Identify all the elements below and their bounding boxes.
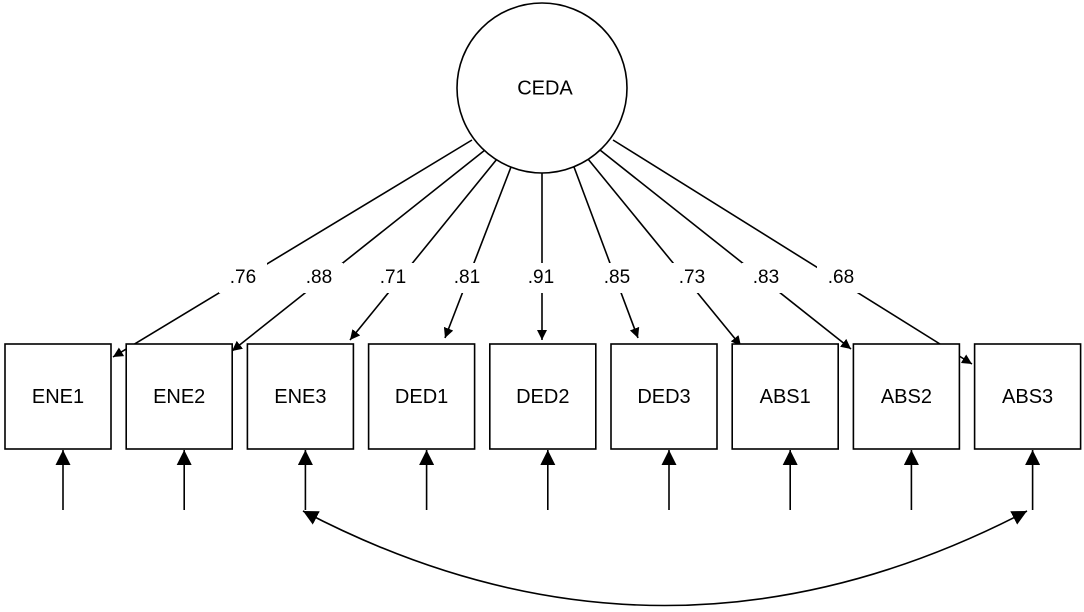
indicator-label-ene3: ENE3: [274, 386, 326, 408]
loading-label-ded1: .81: [454, 267, 480, 288]
indicator-box-ene3: [246, 343, 355, 450]
loading-label-background-ded1: [443, 263, 491, 293]
indicator-box-ded3: [610, 343, 718, 450]
loading-label-ene3: .71: [380, 267, 406, 288]
indicator-box-ene2: [125, 343, 233, 450]
indicator-box-abs2: [852, 343, 961, 450]
indicator-label-ene2: ENE2: [153, 386, 205, 408]
loading-label-background-ene1: [219, 263, 267, 293]
loading-label-abs3: .68: [828, 267, 854, 288]
loading-path-ene2: [231, 149, 486, 352]
loading-path-abs2: [599, 149, 852, 350]
loading-path-ded3: [573, 166, 640, 339]
loading-path-abs1: [587, 158, 742, 347]
error-covariance-arrow: [302, 510, 1028, 607]
factor-loading-paths: [112, 139, 973, 365]
loading-label-background-abs3: [817, 263, 865, 293]
indicator-box-ded2: [488, 343, 597, 450]
loading-path-ene1: [112, 139, 473, 358]
factor-loading-labels: .76 .88 .71 .81 .91 .85 .73 .83 .68: [230, 267, 854, 288]
loading-label-background-abs2: [742, 263, 790, 293]
indicator-box-ene1: [4, 343, 112, 450]
error-term-arrows: [55, 450, 1041, 510]
loading-label-backgrounds: [219, 263, 865, 293]
loading-label-ene2: .88: [306, 267, 332, 288]
loading-label-abs1: .73: [679, 267, 705, 288]
loading-path-ene3: [349, 158, 498, 341]
loading-label-ene1: .76: [230, 267, 256, 288]
indicator-box-abs3: [973, 343, 1082, 450]
loading-label-background-abs1: [668, 263, 716, 293]
loading-label-ded2: .91: [528, 267, 554, 288]
indicator-label-ded3: DED3: [637, 386, 690, 408]
indicator-box-ded1: [367, 343, 476, 450]
loading-label-background-ded2: [517, 263, 565, 293]
loading-label-background-ded3: [593, 263, 641, 293]
indicator-label-abs2: ABS2: [881, 386, 932, 408]
indicator-box-abs1: [731, 343, 840, 450]
loading-label-background-ene2: [295, 263, 343, 293]
loading-label-background-ene3: [369, 263, 417, 293]
indicator-variables: ENE1 ENE2 ENE3 DED1 DED2 DED3 ABS1 ABS2 ABS3: [4, 343, 1082, 450]
loading-label-abs2: .83: [753, 267, 779, 288]
indicator-label-abs1: ABS1: [760, 386, 811, 408]
indicator-label-abs3: ABS3: [1002, 386, 1053, 408]
indicator-label-ded2: DED2: [516, 386, 569, 408]
loading-label-ded3: .85: [604, 267, 630, 288]
latent-factor-label: CEDA: [517, 77, 573, 99]
loading-path-ded1: [443, 166, 512, 339]
loading-path-abs3: [612, 139, 973, 365]
indicator-label-ded1: DED1: [395, 386, 448, 408]
indicator-label-ene1: ENE1: [32, 386, 84, 408]
latent-factor-circle: [456, 2, 628, 174]
latent-factor: CEDA: [456, 2, 628, 174]
